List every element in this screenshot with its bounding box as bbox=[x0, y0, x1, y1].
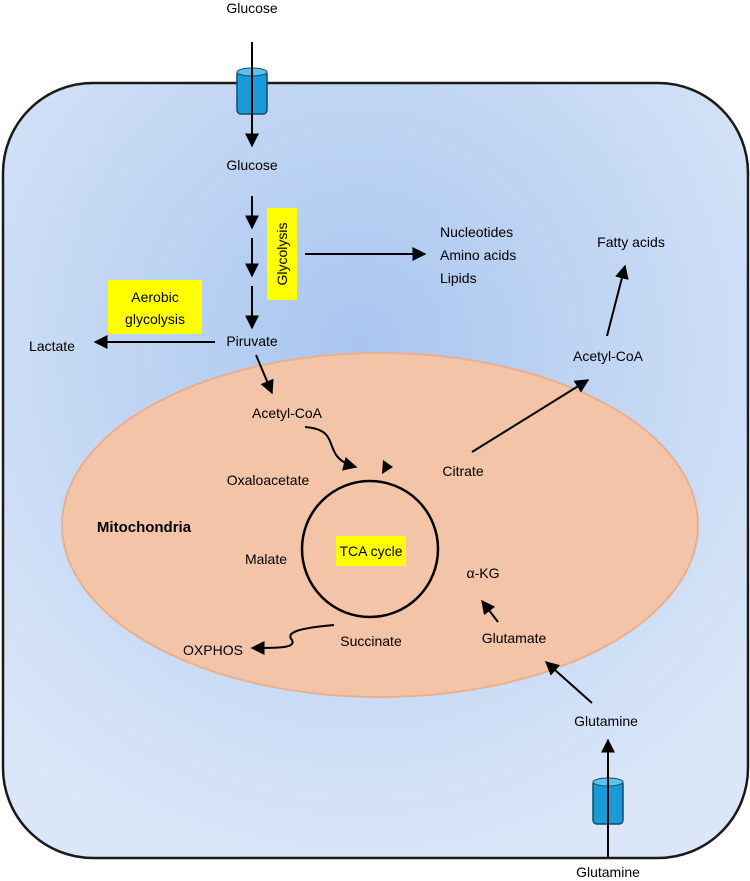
mitochondria-body bbox=[61, 352, 699, 698]
arrow-pyruvate-acetylcoa bbox=[255, 354, 274, 395]
tca-cycle-arrowhead bbox=[382, 460, 393, 474]
arrow-acetylcoa-cycle bbox=[304, 426, 358, 471]
arrows bbox=[93, 42, 629, 858]
glucose-outside-label: Glucose bbox=[226, 0, 278, 16]
arrow-succinate-oxphos bbox=[250, 624, 335, 655]
glutamate-label: Glutamate bbox=[482, 630, 547, 646]
arrow-glutamine-glutamate bbox=[544, 661, 593, 704]
pyruvate-label: Piruvate bbox=[226, 333, 278, 349]
glutamine-inside-label: Glutamine bbox=[574, 713, 638, 729]
amino-acids-label: Amino acids bbox=[440, 247, 516, 263]
malate-label: Malate bbox=[245, 551, 287, 567]
tca-cycle-label: TCA cycle bbox=[339, 543, 402, 559]
arrow-to-fattyacids bbox=[606, 264, 629, 337]
nucleotides-label: Nucleotides bbox=[440, 224, 513, 240]
acetylcoa-cytosol-label: Acetyl-CoA bbox=[573, 348, 644, 364]
aerobic-glycolysis-line1: Aerobic bbox=[131, 289, 178, 305]
tca-cycle-circle bbox=[300, 479, 440, 619]
lipids-label: Lipids bbox=[440, 270, 477, 286]
citrate-label: Citrate bbox=[442, 463, 483, 479]
acetylcoa-mito-label: Acetyl-CoA bbox=[252, 405, 323, 421]
glutamine-outside-label: Glutamine bbox=[576, 864, 640, 880]
glucose-inside-label: Glucose bbox=[226, 157, 278, 173]
oxaloacetate-label: Oxaloacetate bbox=[227, 472, 310, 488]
mitochondria-label: Mitochondria bbox=[97, 519, 192, 536]
tca-cycle-highlight bbox=[336, 536, 406, 566]
glycolysis-label: Glycolysis bbox=[274, 222, 290, 285]
glycolysis-highlight bbox=[267, 208, 297, 300]
fatty-acids-label: Fatty acids bbox=[597, 234, 665, 250]
lactate-label: Lactate bbox=[29, 338, 75, 354]
succinate-label: Succinate bbox=[340, 633, 402, 649]
arrow-citrate-acetylcoa bbox=[471, 379, 590, 453]
arrow-glutamate-akg bbox=[481, 599, 499, 623]
aerobic-glycolysis-line2: glycolysis bbox=[125, 311, 185, 327]
oxphos-label: OXPHOS bbox=[183, 642, 243, 658]
aerobic-glycolysis-highlight bbox=[108, 280, 202, 334]
akg-label: α-KG bbox=[467, 565, 500, 581]
